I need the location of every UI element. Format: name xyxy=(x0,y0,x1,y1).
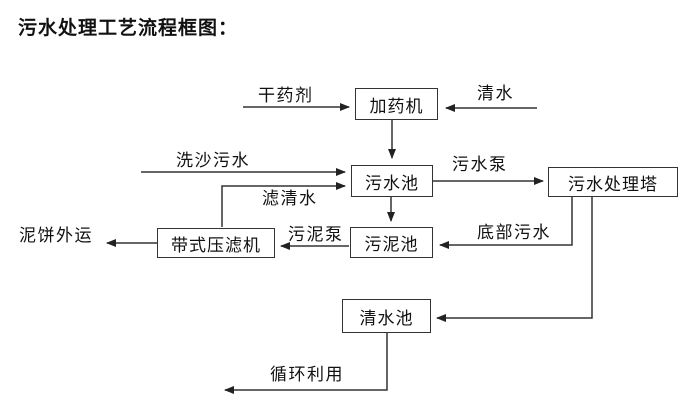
label-clean-water: 清水 xyxy=(477,84,514,103)
page-title: 污水处理工艺流程框图： xyxy=(18,18,239,39)
box-treatment-tower: 污水处理塔 xyxy=(548,167,678,197)
box-sewage-pool: 污水池 xyxy=(351,165,433,197)
label-sewage-pump: 污水泵 xyxy=(452,155,508,174)
label-sludge-pump: 污泥泵 xyxy=(288,225,344,244)
box-clean-water-pool: 清水池 xyxy=(342,299,431,333)
arrow-bottom-sewage-to-sludge-pool xyxy=(439,197,573,249)
label-recycle-reuse: 循环利用 xyxy=(270,365,344,384)
label-bottom-sewage: 底部污水 xyxy=(477,223,551,242)
box-belt-filter-press: 带式压滤机 xyxy=(157,228,275,258)
box-dosing-machine: 加药机 xyxy=(355,88,438,120)
arrow-filtered-water-to-sewage-pool xyxy=(221,182,346,227)
label-mud-cake-out: 泥饼外运 xyxy=(19,226,93,245)
label-dry-agent: 干药剂 xyxy=(258,86,314,105)
arrow-clean-water-pool-to-recycle xyxy=(224,333,388,394)
arrow-tower-to-clean-water-pool xyxy=(436,197,593,322)
label-filtered-water: 滤清水 xyxy=(262,189,318,208)
box-sludge-pool: 污泥池 xyxy=(350,227,433,258)
label-sand-washing-sewage: 洗沙污水 xyxy=(176,151,250,170)
